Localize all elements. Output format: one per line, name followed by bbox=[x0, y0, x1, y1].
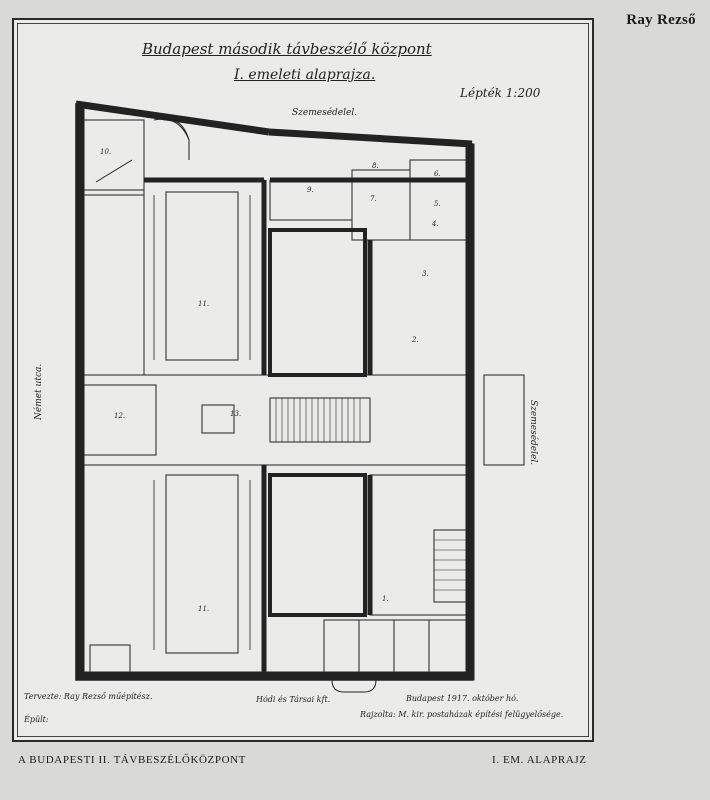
author-name: Ray Rezső bbox=[626, 12, 696, 28]
note-epult: Épült: bbox=[24, 715, 49, 724]
plan-title-line2: I. emeleti alaprajza. bbox=[234, 67, 376, 83]
plan-title-line1: Budapest második távbeszélő központ bbox=[142, 40, 432, 58]
caption-left: A BUDAPESTI II. TÁVBESZÉLŐKÖZPONT bbox=[18, 754, 246, 766]
note-date: Budapest 1917. október hó. bbox=[406, 694, 519, 703]
room-label-8: 8. bbox=[372, 162, 379, 170]
street-label-right: Szemesédelel. bbox=[528, 400, 538, 466]
room-label-6: 6. bbox=[434, 170, 441, 178]
street-label-top: Szemesédelel. bbox=[292, 108, 358, 118]
floor-plan-plate: Budapest második távbeszélő központ I. e… bbox=[12, 18, 594, 742]
room-label-5: 5. bbox=[434, 200, 441, 208]
room-label-1: 1. bbox=[382, 595, 389, 603]
room-label-11-upper: 11. bbox=[198, 300, 210, 308]
street-label-left: Német utca. bbox=[34, 363, 44, 420]
room-label-13: 13. bbox=[230, 410, 242, 418]
room-label-3: 3. bbox=[422, 270, 429, 278]
room-label-2: 2. bbox=[412, 336, 419, 344]
room-label-11-lower: 11. bbox=[198, 605, 210, 613]
room-label-12: 12. bbox=[114, 412, 126, 420]
caption-right: I. EM. ALAPRAJZ bbox=[492, 754, 587, 766]
room-label-7: 7. bbox=[370, 195, 377, 203]
plan-scale: Lépték 1:200 bbox=[460, 86, 541, 100]
room-label-4: 4. bbox=[432, 220, 439, 228]
room-label-9: 9. bbox=[307, 186, 314, 194]
room-label-10: 10. bbox=[100, 148, 112, 156]
note-tervezte: Tervezte: Ray Rezső műépítész. bbox=[24, 692, 153, 701]
note-contractor: Hódi és Társai kft. bbox=[256, 695, 331, 704]
note-rajzolta: Rajzolta: M. kir. postaházak építési fel… bbox=[360, 710, 564, 719]
floor-plan-drawing bbox=[75, 100, 525, 693]
